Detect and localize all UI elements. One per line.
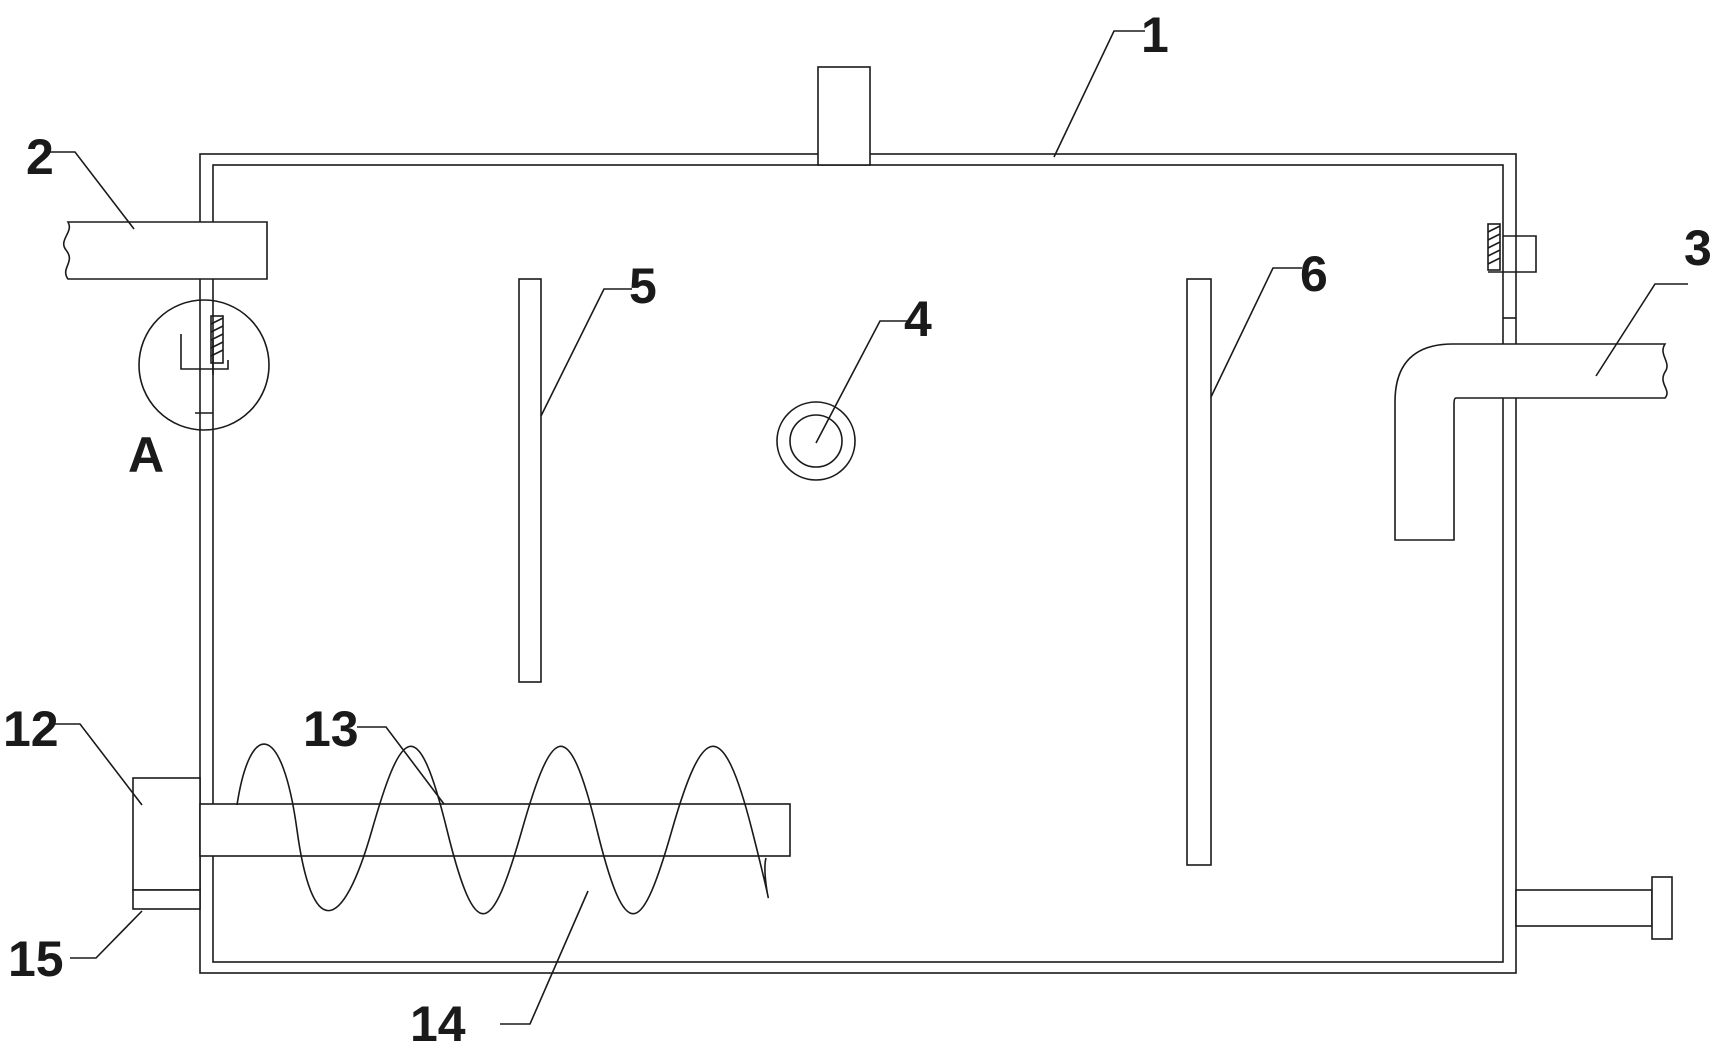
leader-2 <box>44 151 135 230</box>
label-14: 14 <box>410 996 466 1046</box>
label-15: 15 <box>8 931 64 987</box>
leader-12 <box>49 723 143 806</box>
motor-base <box>132 889 201 910</box>
top-vent-nozzle <box>817 66 871 166</box>
leader-14 <box>500 890 589 1025</box>
drain-pipe <box>1515 876 1673 940</box>
sight-glass <box>776 401 856 481</box>
label-6: 6 <box>1300 246 1328 302</box>
leader-5 <box>540 288 632 417</box>
leader-1 <box>1053 30 1145 158</box>
label-3: 3 <box>1684 220 1712 276</box>
label-1: 1 <box>1141 7 1169 63</box>
detail-circle-a <box>138 299 270 431</box>
screw-shaft <box>199 803 791 857</box>
baffle-plate-left <box>518 278 542 683</box>
baffle-plate-right <box>1186 278 1212 866</box>
screw-helix <box>236 743 769 915</box>
inlet-pipe <box>62 221 268 280</box>
leader-13 <box>357 726 445 805</box>
outlet-elbow-pipe <box>1394 343 1668 541</box>
right-wall-clip <box>1487 223 1537 319</box>
left-wall-clip <box>180 315 229 414</box>
leader-6 <box>1210 267 1302 398</box>
motor-housing <box>132 777 201 891</box>
leader-15 <box>70 910 143 959</box>
leader-4 <box>815 320 907 444</box>
label-detail-a: A <box>128 427 164 483</box>
label-5: 5 <box>629 258 657 314</box>
label-13: 13 <box>303 701 359 757</box>
label-4: 4 <box>904 291 932 347</box>
label-12: 12 <box>3 701 59 757</box>
label-2: 2 <box>26 129 54 185</box>
leader-3 <box>1595 283 1688 377</box>
